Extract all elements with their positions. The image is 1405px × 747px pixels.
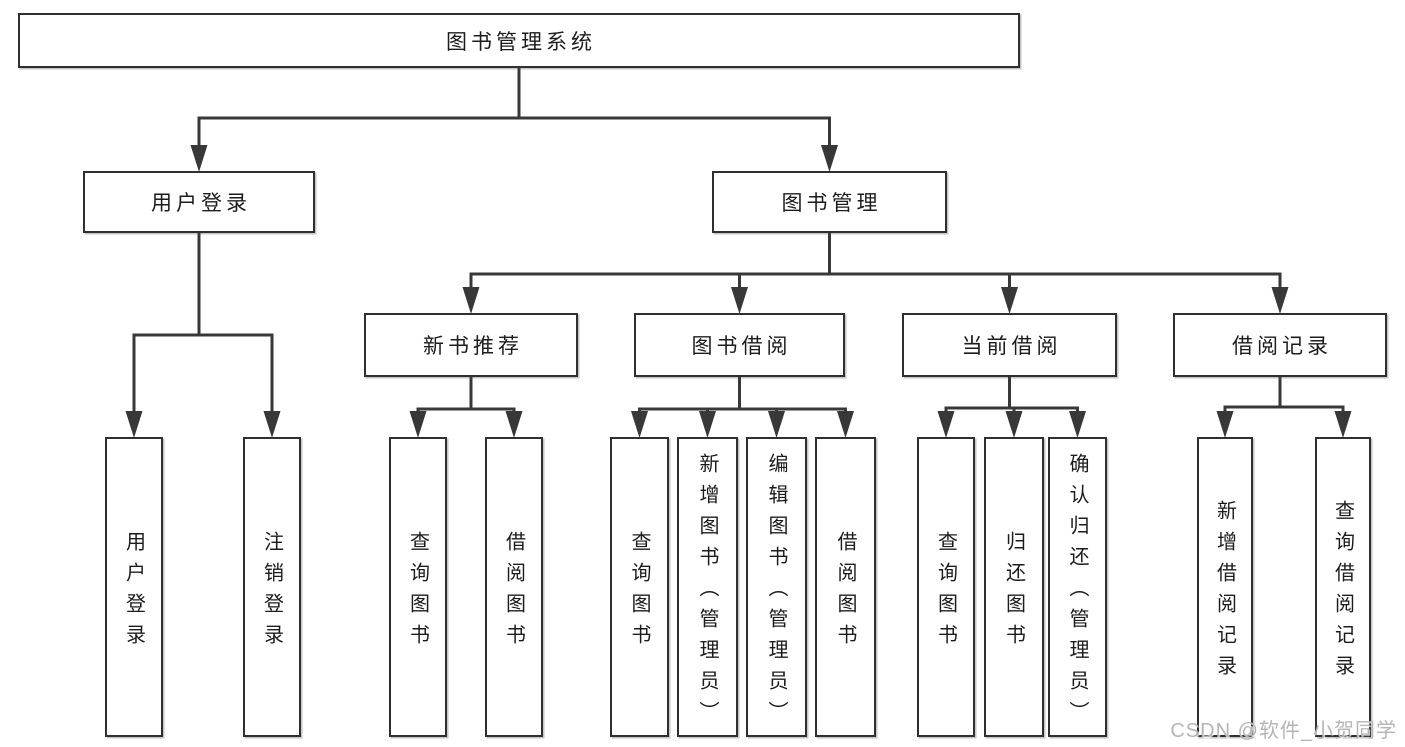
node-book-management: 图书管理 xyxy=(712,171,947,233)
node-current-borrow: 当前借阅 xyxy=(902,313,1117,377)
node-label: 用户登录 xyxy=(122,530,145,655)
node-borrow-record: 借阅记录 xyxy=(1173,313,1387,377)
node-label: 查询图书 xyxy=(934,530,957,655)
arrowhead-query-borrow-record xyxy=(1334,411,1352,438)
node-label: 新书推荐 xyxy=(423,335,523,358)
node-label: 归还图书 xyxy=(1002,530,1025,655)
connector-library-system xyxy=(190,66,838,172)
arrowhead-query-book-c xyxy=(937,411,955,438)
node-book-borrow: 图书借阅 xyxy=(634,313,845,377)
node-library-system: 图书管理系统 xyxy=(18,13,1020,68)
node-user-login-leaf: 用户登录 xyxy=(105,437,163,737)
arrowhead-borrow-book-a xyxy=(505,411,523,438)
arrowhead-borrow-book-b xyxy=(837,411,854,438)
node-return-book: 归还图书 xyxy=(984,437,1044,737)
node-label: 确认归还（管理员） xyxy=(1066,453,1088,732)
connector-user-login xyxy=(125,231,281,438)
arrowhead-add-borrow-record xyxy=(1216,411,1234,438)
arrowhead-book-borrow xyxy=(731,287,748,314)
arrowhead-new-book-recommend xyxy=(462,287,480,314)
node-add-book-admin: 新增图书（管理员） xyxy=(677,437,738,737)
watermark: CSDN @软件_小贺同学 xyxy=(1170,720,1397,742)
node-label: 注销登录 xyxy=(260,530,283,655)
node-label: 借阅记录 xyxy=(1232,335,1332,358)
arrowhead-query-book-b xyxy=(631,411,648,438)
arrowhead-logout xyxy=(263,411,281,438)
node-label: 借阅图书 xyxy=(502,530,525,655)
connector-book-management xyxy=(462,231,1289,314)
node-label: 图书管理系统 xyxy=(446,30,596,54)
node-confirm-return-admin: 确认归还（管理员） xyxy=(1048,437,1107,737)
node-user-login: 用户登录 xyxy=(83,171,315,233)
node-label: 查询图书 xyxy=(406,530,429,655)
node-borrow-book-a: 借阅图书 xyxy=(485,437,543,737)
node-label: 查询图书 xyxy=(628,530,650,655)
node-query-borrow-record: 查询借阅记录 xyxy=(1315,437,1371,737)
arrowhead-add-book-admin xyxy=(699,411,716,438)
arrowhead-edit-book-admin xyxy=(768,411,785,438)
node-edit-book-admin: 编辑图书（管理员） xyxy=(746,437,807,737)
node-label: 图书借阅 xyxy=(691,335,792,358)
arrowhead-book-management xyxy=(821,145,838,172)
arrowhead-current-borrow xyxy=(1001,287,1018,314)
node-label: 借阅图书 xyxy=(834,530,856,655)
node-new-book-recommend: 新书推荐 xyxy=(364,313,578,377)
node-label: 图书管理 xyxy=(781,192,882,215)
connector-book-borrow xyxy=(631,375,854,438)
connector-new-book-recommend xyxy=(409,375,523,438)
arrowhead-return-book xyxy=(1005,411,1023,438)
connector-borrow-record xyxy=(1216,375,1352,438)
arrowhead-confirm-return-admin xyxy=(1069,411,1086,438)
arrowhead-user-login xyxy=(190,145,208,172)
node-label: 新增图书（管理员） xyxy=(696,453,718,732)
node-label: 当前借阅 xyxy=(961,335,1062,358)
arrowhead-user-login-leaf xyxy=(125,411,143,438)
connector-current-borrow xyxy=(937,375,1086,438)
node-label: 编辑图书（管理员） xyxy=(765,453,787,732)
arrowhead-borrow-record xyxy=(1271,287,1289,314)
node-label: 查询借阅记录 xyxy=(1331,499,1354,686)
node-query-book-a: 查询图书 xyxy=(389,437,447,737)
node-label: 用户登录 xyxy=(151,192,251,215)
node-query-book-c: 查询图书 xyxy=(917,437,975,737)
node-label: 新增借阅记录 xyxy=(1213,499,1236,686)
node-logout: 注销登录 xyxy=(243,437,301,737)
node-query-book-b: 查询图书 xyxy=(610,437,669,737)
node-add-borrow-record: 新增借阅记录 xyxy=(1197,437,1253,737)
node-borrow-book-b: 借阅图书 xyxy=(815,437,876,737)
arrowhead-query-book-a xyxy=(409,411,427,438)
